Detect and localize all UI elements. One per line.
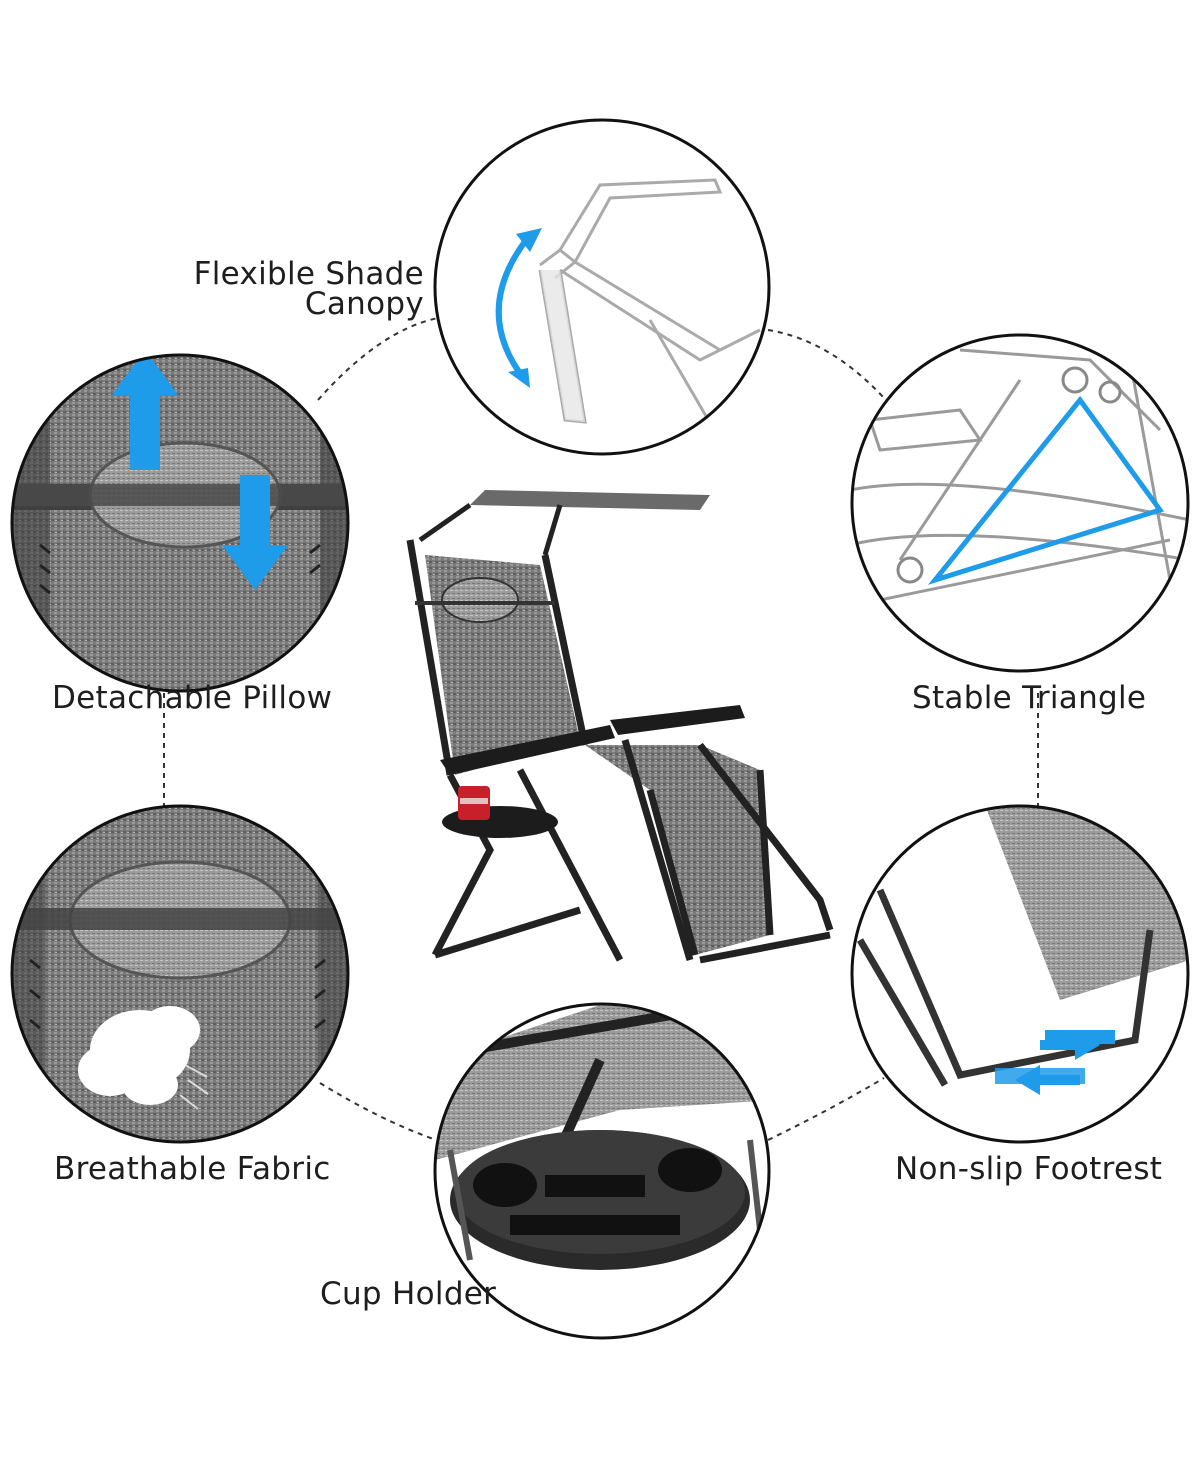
canopy-drawing	[435, 120, 769, 454]
label-cup-holder: Cup Holder	[320, 1276, 497, 1312]
chair-photo	[406, 490, 834, 964]
label-detachable-pillow: Detachable Pillow	[52, 680, 333, 716]
label-shade-canopy-line2: Canopy	[304, 286, 424, 322]
fabric-circle-border	[10, 804, 350, 1144]
footrest-circle-border	[850, 804, 1190, 1144]
dashed-connector-ring	[163, 317, 1039, 1141]
label-non-slip-footrest: Non-slip Footrest	[895, 1151, 1163, 1187]
triangle-circle-border	[850, 333, 1190, 673]
cotton-puff	[78, 1006, 200, 1105]
triangle-drawing	[852, 335, 1188, 671]
cup-holder-circle-border	[433, 1002, 771, 1340]
cup-holder-photo	[435, 1004, 769, 1338]
label-stable-triangle: Stable Triangle	[912, 680, 1147, 716]
canopy-circle-border	[433, 118, 771, 456]
fabric-photo	[12, 806, 348, 1142]
pillow-circle-border	[10, 353, 350, 693]
label-breathable-fabric: Breathable Fabric	[54, 1151, 331, 1187]
label-shade-canopy-line1: Flexible Shade	[193, 256, 424, 292]
footrest-photo	[852, 806, 1188, 1142]
pillow-photo	[12, 355, 348, 691]
